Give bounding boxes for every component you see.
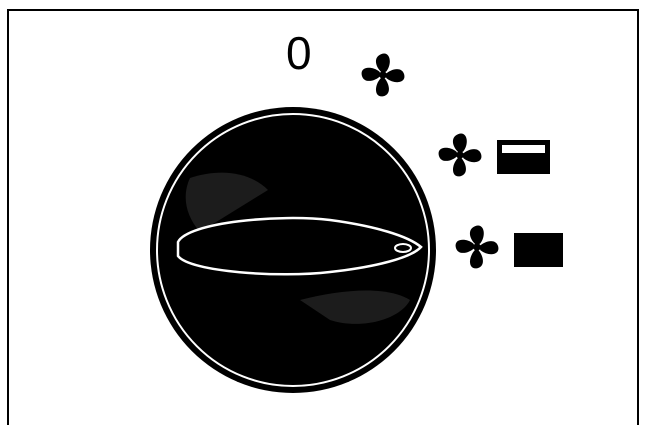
knob-pointer-dot xyxy=(395,244,411,252)
fan-icon xyxy=(436,131,485,180)
fan-icon xyxy=(359,51,408,100)
half-filled-square-icon xyxy=(497,140,550,174)
rotary-knob[interactable] xyxy=(150,107,436,393)
fan-icon xyxy=(453,223,502,272)
filled-square-icon xyxy=(514,233,563,267)
